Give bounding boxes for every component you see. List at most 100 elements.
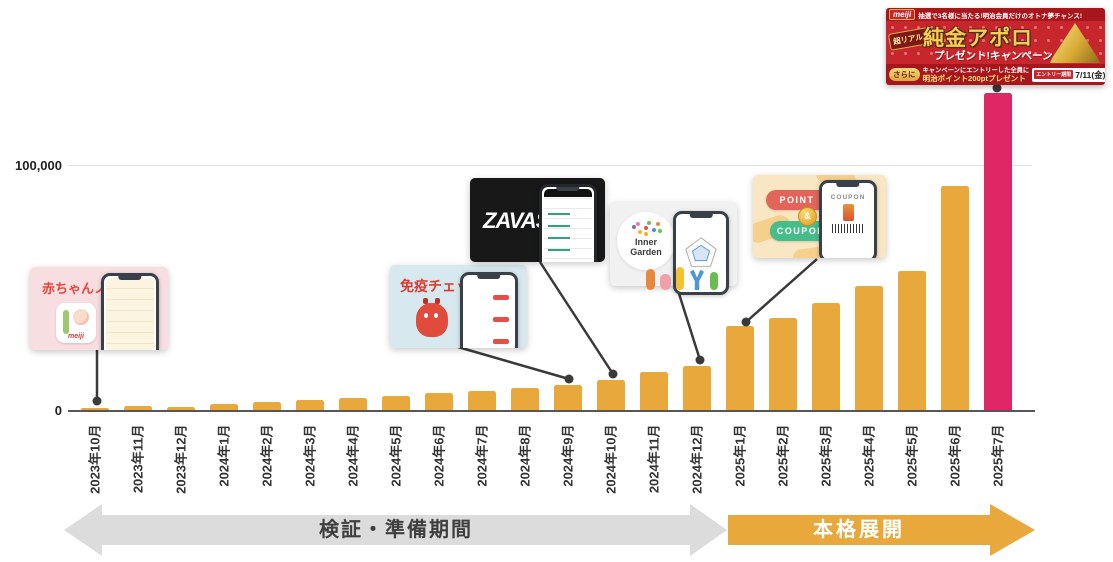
deadline-label: エントリー期限 [1034,70,1074,79]
deadline-date: 7/11(金)まで [1075,69,1105,80]
phase-expansion-label: 本格展開 [813,519,905,541]
baby-note-app-icon: meiji [56,303,96,343]
x-tick-2024年3月: 2024年3月 [302,424,318,487]
inner-garden-logo: Inner Garden [617,212,675,270]
bar-2024年2月 [253,402,281,410]
x-tick-2024年11月: 2024年11月 [646,424,662,494]
bar-2024年6月 [425,393,453,410]
bar-2024年1月 [210,404,238,410]
green-figure-icon [710,272,718,290]
colorful-dots-icon [644,225,648,230]
bar-2025年6月 [941,186,969,410]
meiji-logo-small: meiji [68,333,84,340]
baby-note-phone-mockup [101,273,159,350]
banner-top-strip: meiji 抽選で3名様に当たる!明治会員だけのオトナ夢チャンス! [886,8,1105,21]
x-tick-2024年9月: 2024年9月 [560,424,576,487]
bar-2023年12月 [167,407,195,410]
banner-bottom-strip: さらに キャンペーンにエントリーした全員に 明治ポイント200ptプレゼント エ… [886,64,1105,85]
blue-figure-icon [689,270,705,290]
banner-main-area: 超リアルな 純金アポロ プレゼント!キャンペーン [886,21,1105,64]
point-pill: POINT [766,190,828,210]
x-tick-2024年8月: 2024年8月 [517,424,533,487]
bar-2023年11月 [124,406,152,410]
x-tick-2024年5月: 2024年5月 [388,424,404,487]
bar-2025年7月 [984,93,1012,410]
banner-subheadline: プレゼント!キャンペーン [934,50,1053,62]
x-tick-2023年11月: 2023年11月 [130,424,146,494]
x-tick-2025年3月: 2025年3月 [818,424,834,487]
entry-deadline-box: エントリー期限 7/11(金)まで [1032,67,1105,82]
bar-2024年9月 [554,385,582,410]
bar-2024年5月 [382,396,410,410]
inner-garden-logo-text: Inner Garden [630,236,662,257]
coupon-pill: COUPON [770,221,832,241]
x-tick-2025年7月: 2025年7月 [990,424,1006,487]
bar-2024年3月 [296,400,324,410]
immune-check-app-screen [465,277,513,348]
x-tick-2025年5月: 2025年5月 [904,424,920,487]
yellow-figure-icon [676,267,684,290]
x-tick-2024年4月: 2024年4月 [345,424,361,487]
character-figures [646,267,718,290]
x-tick-2025年1月: 2025年1月 [732,424,748,487]
bar-2025年1月 [726,326,754,410]
baby-face-icon [73,309,89,325]
x-tick-2025年2月: 2025年2月 [775,424,791,487]
x-tick-2025年4月: 2025年4月 [861,424,877,487]
inner-garden-card: Inner Garden [610,202,737,295]
bar-2024年8月 [511,388,539,410]
x-tick-2023年12月: 2023年12月 [173,424,189,494]
bar-2024年10月 [597,380,625,410]
savas-app-screen [544,189,592,262]
immune-check-card: 免疫チェック [390,265,527,348]
bar-2025年3月 [812,303,840,410]
crayon-icon [63,310,69,334]
banner-extra-text: キャンペーンにエントリーした全員に 明治ポイント200ptプレゼント [922,66,1030,83]
banner-top-text: 抽選で3名様に当たる!明治会員だけのオトナ夢チャンス! [918,12,1082,20]
savas-card: ZAVAS [470,178,605,262]
immune-check-phone-mockup [460,272,518,348]
coupon-app-screen: COUPON [824,185,872,257]
inner-garden-phone-mockup [673,211,729,295]
y-axis-label-100k: 100,000 [15,158,62,173]
bar-2025年5月 [898,271,926,410]
savas-phone-mockup [539,184,597,262]
phase-arrow-expansion: 本格展開 [728,504,1035,556]
x-tick-2025年6月: 2025年6月 [947,424,963,487]
baby-note-card: 赤ちゃんノート meiji [30,267,168,350]
radar-chart-icon [685,237,717,267]
x-tick-2024年7月: 2024年7月 [474,424,490,487]
bar-2025年4月 [855,286,883,410]
gridline-100k [68,165,1032,166]
bar-2024年11月 [640,372,668,410]
phase-arrow-preparation: 検証・準備期間 [64,504,727,556]
x-tick-2024年12月: 2024年12月 [689,424,705,494]
orange-figure-icon [646,269,655,290]
meiji-logo: meiji [889,9,916,20]
x-axis-line [68,410,1035,412]
product-can-icon [842,204,854,221]
banner-headline: 純金アポロ [923,27,1033,50]
bar-2023年10月 [81,408,109,410]
bar-2024年12月 [683,366,711,410]
phase-preparation-label: 検証・準備期間 [319,519,473,541]
point-coupon-card: POINT & COUPON COUPON [753,175,886,258]
barcode-icon [832,224,864,233]
coupon-phone-mockup: COUPON [819,180,877,258]
virus-character-icon [416,298,448,337]
x-tick-2024年10月: 2024年10月 [603,424,619,494]
x-tick-2024年6月: 2024年6月 [431,424,447,487]
coin-icon: & [798,207,817,226]
pink-figure-icon [660,274,671,290]
x-tick-2023年10月: 2023年10月 [87,424,103,494]
baby-note-app-screen [106,278,154,350]
y-axis-label-0: 0 [54,403,62,418]
banner-extra-label: さらに [889,68,920,81]
x-tick-2024年1月: 2024年1月 [216,424,232,487]
campaign-banner: meiji 抽選で3名様に当たる!明治会員だけのオトナ夢チャンス! 超リアルな … [886,8,1105,85]
coupon-screen-title: COUPON [830,194,866,201]
bar-2024年4月 [339,398,367,410]
x-tick-2024年2月: 2024年2月 [259,424,275,487]
gold-apollo-icon [1050,23,1100,63]
